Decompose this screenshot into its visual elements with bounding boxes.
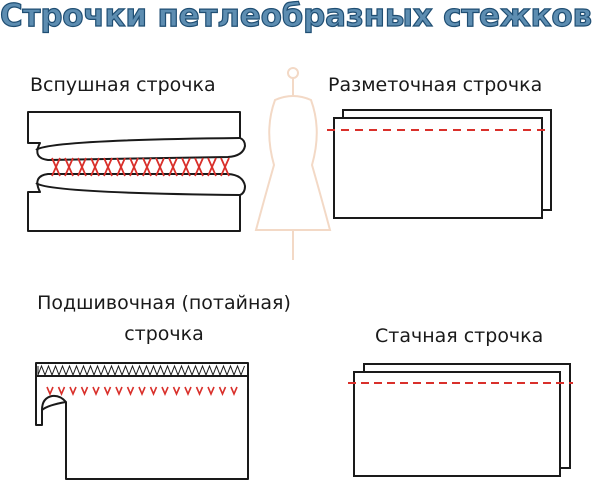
overlock-zigzag: [37, 364, 245, 377]
fabric-top-fold: [35, 137, 241, 151]
blind-stitch: [103, 386, 112, 397]
cross-stitch: [103, 157, 113, 177]
blind-stitch: [207, 386, 215, 397]
blind-stitch: [172, 386, 181, 397]
fabric-hem: [35, 362, 249, 480]
fabric-hem-fold: [41, 401, 67, 411]
blind-stitch: [195, 386, 204, 397]
stitches-vspushnaya: [51, 157, 230, 177]
stitches-podshivochnaya: [46, 386, 238, 397]
mannequin-watermark: [254, 67, 332, 260]
cross-stitch: [64, 157, 74, 177]
fabric-front-layer: [333, 117, 543, 219]
cross-stitch: [168, 157, 178, 177]
blind-stitch: [230, 386, 238, 397]
fabric-bottom-fold: [35, 182, 241, 196]
blind-stitch: [138, 386, 146, 397]
cross-stitch: [220, 157, 230, 177]
diagram-podshivochnaya: [35, 362, 249, 480]
cross-stitch: [51, 157, 61, 177]
blind-stitch: [184, 386, 192, 397]
label-vspushnaya: Вспушная строчка: [30, 74, 216, 96]
blind-stitch: [161, 386, 169, 397]
label-podshivochnaya-line1: Подшивочная (потайная): [37, 292, 291, 314]
blind-stitch: [126, 386, 135, 397]
blind-stitch: [149, 386, 158, 397]
cross-stitch: [142, 157, 152, 177]
label-podshivochnaya-line2: строчка: [124, 323, 204, 345]
cross-stitch: [116, 157, 126, 177]
label-razmetochnaya: Разметочная строчка: [328, 74, 543, 96]
cross-stitch: [129, 157, 139, 177]
cross-stitch: [194, 157, 204, 177]
label-stachnaya: Стачная строчка: [375, 325, 544, 347]
blind-stitch: [69, 386, 77, 397]
cross-stitch: [77, 157, 87, 177]
fabric-top: [27, 111, 246, 161]
blind-stitch: [57, 386, 66, 397]
blind-stitch: [80, 386, 89, 397]
blind-stitch: [92, 386, 100, 397]
cross-stitch: [90, 157, 100, 177]
blind-stitch: [115, 386, 123, 397]
fabric-bottom: [27, 173, 246, 232]
page-title: Строчки петлеобразных стежков: [0, 0, 593, 35]
cross-stitch: [207, 157, 217, 177]
diagram-vspushnaya: [27, 111, 246, 232]
diagram-razmetochnaya: [333, 109, 552, 219]
cross-stitch: [155, 157, 165, 177]
fabric-front-layer: [353, 371, 561, 477]
overlock-edge: [37, 364, 245, 377]
blind-stitch: [218, 386, 227, 397]
cross-stitch: [181, 157, 191, 177]
diagram-stachnaya: [353, 363, 571, 477]
blind-stitch: [46, 386, 54, 397]
